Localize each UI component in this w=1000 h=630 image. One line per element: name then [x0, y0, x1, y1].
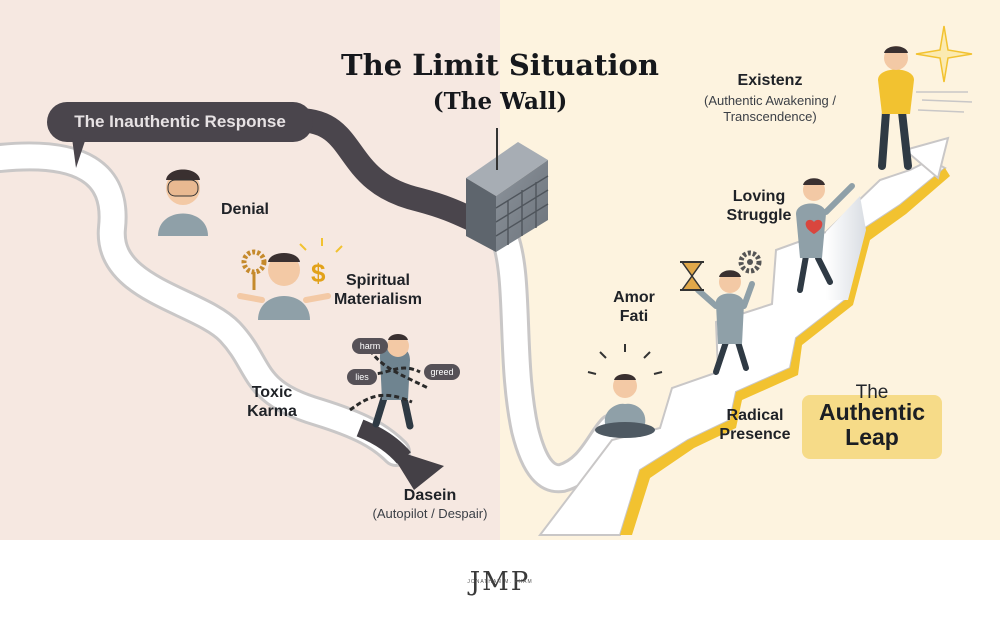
stage-loving-struggle-label: Loving Struggle — [726, 188, 792, 224]
covered-face-person-icon — [158, 169, 208, 236]
spiritual-materialism-person-icon — [237, 253, 331, 320]
authentic-leap-label: Authentic Leap — [802, 399, 942, 451]
standing-person-icon — [878, 46, 914, 170]
dasein-label: Dasein — [403, 487, 457, 504]
chain-tag-greed: greed — [430, 367, 453, 377]
dollar-sign-icon: $ — [299, 238, 343, 288]
sun-glow-icon — [915, 25, 973, 113]
stage-toxic-karma-label: Toxic Karma — [247, 384, 297, 420]
bottom-strip — [0, 540, 1000, 630]
chained-person-icon — [349, 334, 429, 430]
stage-spiritual-materialism-label: Spiritual Materialism — [333, 272, 423, 308]
meditating-person-icon — [587, 344, 663, 438]
amor-fati-person-icon — [695, 270, 755, 375]
inauthentic-banner: The Inauthentic Response — [47, 102, 313, 142]
chain-tags: harm lies greed — [347, 338, 460, 385]
stage-amor-fati-label: Amor Fati — [613, 289, 655, 325]
svg-text:$: $ — [311, 258, 326, 288]
prayer-beads-icon — [241, 249, 267, 290]
existenz-description-line1: (Authentic Awakening / — [703, 93, 836, 108]
brick-wall-icon — [466, 128, 549, 252]
drop-path — [493, 226, 624, 491]
gear-icon — [738, 250, 762, 274]
banner-tail — [72, 138, 86, 168]
diagram-title-subtitle: (The Wall) — [432, 88, 568, 115]
stage-denial-label: Denial — [220, 201, 269, 218]
inauthentic-connector — [288, 108, 490, 234]
descending-arrowhead — [388, 448, 444, 490]
hourglass-icon — [680, 261, 704, 291]
ascending-stairs-glow — [620, 168, 950, 535]
heart-icon — [805, 219, 823, 234]
existenz-label: Existenz — [737, 72, 803, 89]
author-logo-name: JONATHAN M. PHAM — [467, 579, 533, 585]
authentic-leap-line2: Leap — [845, 424, 899, 451]
ascending-arrowhead — [902, 136, 950, 180]
cliff-face — [826, 196, 866, 300]
stage-radical-presence-label: Radical Presence — [719, 407, 791, 443]
chain-tag-harm: harm — [360, 341, 381, 351]
authentic-leap-article: The — [855, 382, 889, 403]
diagram-title: The Limit Situation — [341, 48, 659, 82]
author-logo: JMP — [469, 567, 531, 597]
descending-path — [0, 144, 408, 464]
authentic-leap-highlight — [802, 395, 942, 459]
authentic-leap-line1: Authentic — [818, 399, 926, 425]
dasein-description: (Autopilot / Despair) — [372, 506, 488, 521]
chain-tag-lies: lies — [355, 372, 369, 382]
existenz-description-line2: Transcendence) — [723, 109, 817, 124]
